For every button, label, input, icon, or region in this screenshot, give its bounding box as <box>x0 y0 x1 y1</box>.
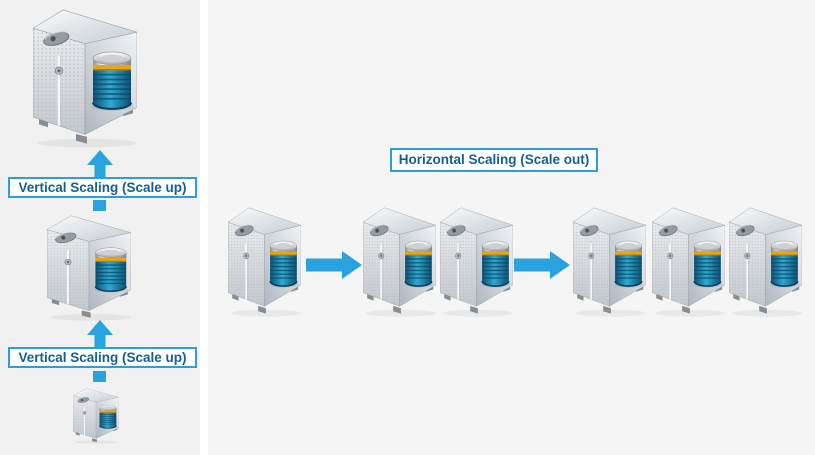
up-arrow-icon <box>87 150 113 178</box>
server-large-icon <box>33 9 137 148</box>
server-icon <box>729 207 802 317</box>
server-small-icon <box>73 388 119 444</box>
horizontal-scaling-panel: Horizontal Scaling (Scale out) <box>208 0 815 455</box>
server-icon <box>440 207 513 317</box>
up-arrow-icon <box>87 320 113 348</box>
right-arrow-icon <box>514 251 570 279</box>
server-icon <box>652 207 725 317</box>
arrow-stub <box>93 200 106 211</box>
label-text: Vertical Scaling (Scale up) <box>18 179 187 195</box>
label-text: Vertical Scaling (Scale up) <box>18 349 187 365</box>
server-icon <box>573 207 646 317</box>
horizontal-scaling-label: Horizontal Scaling (Scale out) <box>390 148 598 172</box>
server-medium-icon <box>47 215 131 321</box>
server-icon <box>363 207 436 317</box>
vertical-scaling-label-upper: Vertical Scaling (Scale up) <box>8 177 197 198</box>
vertical-scaling-panel: Vertical Scaling (Scale up) Vertical Sca… <box>0 0 200 455</box>
right-arrow-icon <box>306 251 362 279</box>
label-text: Horizontal Scaling (Scale out) <box>398 152 590 168</box>
vertical-scaling-label-lower: Vertical Scaling (Scale up) <box>8 347 197 368</box>
server-icon <box>228 207 301 317</box>
arrow-stub <box>93 371 106 382</box>
